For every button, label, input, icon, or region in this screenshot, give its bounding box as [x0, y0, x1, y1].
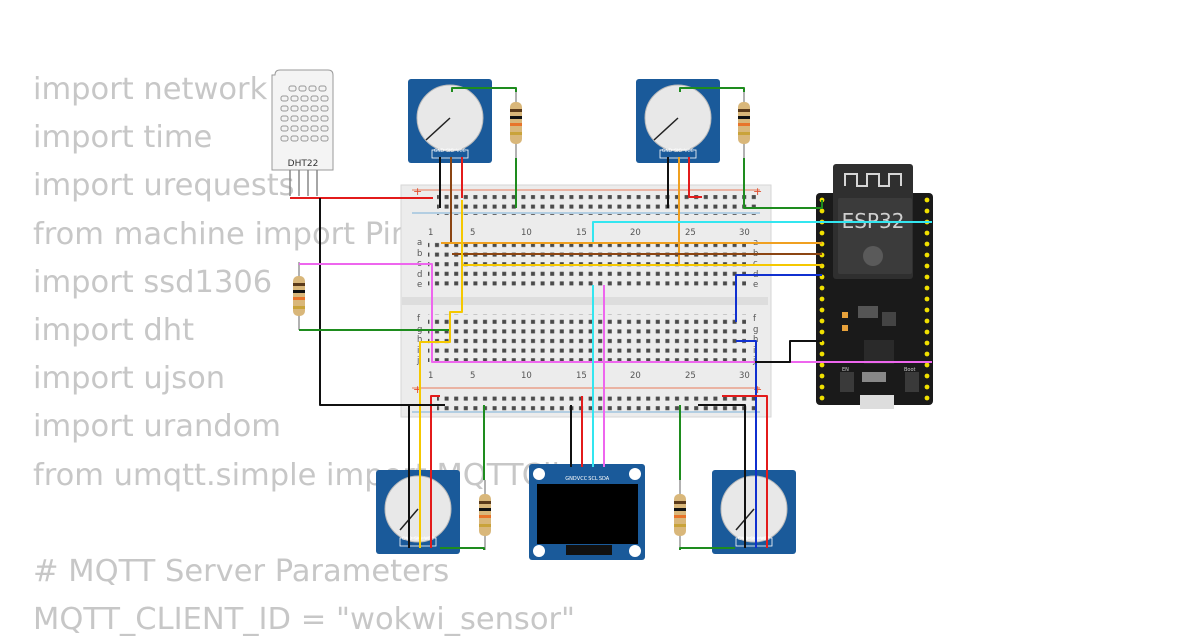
wire-magenta-dht-data[interactable]	[299, 263, 932, 363]
plus-bottom-left: +	[413, 383, 422, 396]
resistor-bottom-left[interactable]	[479, 480, 491, 550]
row-letter-d: d	[417, 270, 422, 280]
pot-bl-pin-gnd: GND	[402, 536, 413, 542]
esp32-pins-left	[819, 197, 825, 401]
pot-bl-pin-sig: SIG	[414, 536, 422, 542]
wire-yellow-bl-sig[interactable]	[419, 200, 463, 548]
col-num-bot-1: 1	[428, 371, 433, 381]
wire-black-br-gnd[interactable]	[698, 404, 746, 548]
power-rail-bottom[interactable]	[437, 393, 757, 413]
potentiometer-bottom-right[interactable]: GND SIG VCC	[712, 470, 796, 554]
col-num-bot-5: 5	[470, 371, 475, 381]
esp32-board[interactable]: ESP32 EN Boot	[816, 164, 933, 409]
wire-blue-br-down[interactable]	[736, 340, 757, 548]
col-num-top-1: 1	[428, 228, 433, 238]
col-num-top-25: 25	[685, 228, 696, 238]
esp32-boot-label: Boot	[904, 367, 916, 373]
col-num-bot-15: 15	[576, 371, 587, 381]
oled-pin-scl: SCL	[588, 476, 598, 482]
pot-tr-pin-vcc: VCC	[684, 148, 693, 154]
row-letter-b: b	[417, 249, 422, 259]
col-num-top-20: 20	[630, 228, 641, 238]
esp32-en-label: EN	[842, 367, 849, 373]
potentiometer-bottom-left[interactable]: GND SIG VCC	[376, 470, 460, 554]
col-num-top-5: 5	[470, 228, 475, 238]
pot-tl-pin-vcc: VCC	[456, 148, 465, 154]
row-letter-e: e	[417, 280, 422, 290]
resistor-dht-pullup[interactable]	[293, 262, 305, 330]
terminal-strip-bottom[interactable]	[428, 314, 746, 362]
code-line: import ujson	[33, 361, 226, 397]
row-letter-h: h	[417, 335, 422, 345]
wire-blue-br-sig[interactable]	[735, 274, 822, 322]
code-line: from machine import Pin	[33, 216, 411, 252]
row-letter-f: f	[417, 314, 421, 324]
row-letter-i: i	[417, 346, 419, 356]
potentiometer-top-right[interactable]: GND SIG VCC	[636, 79, 720, 163]
row-letter-f-right: f	[753, 314, 757, 324]
code-background: import network import time import urequest…	[33, 66, 610, 644]
wire-black-esp-gnd[interactable]	[755, 340, 822, 363]
code-line: import network	[33, 72, 268, 107]
code-line: import ssd1306	[33, 264, 273, 300]
row-letter-a: a	[417, 238, 422, 248]
code-line: import dht	[33, 312, 195, 348]
oled-pin-vcc: VCC	[577, 476, 588, 482]
code-line: import urequests	[33, 168, 295, 204]
pot-tr-pin-sig: SIG	[674, 148, 682, 154]
potentiometer-top-left[interactable]: GND SIG VCC	[408, 79, 492, 163]
resistor-top-left[interactable]	[510, 92, 522, 158]
code-line: from umqtt.simple import MQTTClient	[33, 457, 611, 493]
wire-black-bl-gnd[interactable]	[408, 404, 440, 548]
pot-tl-pin-sig: SIG	[446, 148, 454, 154]
oled-display[interactable]: GND VCC SCL SDA	[529, 464, 645, 560]
dht22-sensor[interactable]: DHT22	[271, 69, 334, 196]
breadboard: + + + + 1 5 10 15 20 25 30 1 5 10 15 20 …	[400, 184, 772, 418]
col-num-bot-10: 10	[521, 371, 532, 381]
circuit-diagram: + + + + 1 5 10 15 20 25 30 1 5 10 15 20 …	[271, 69, 933, 560]
col-num-top-30: 30	[739, 228, 750, 238]
esp32-pins-right	[924, 197, 930, 401]
oled-pin-sda: SDA	[599, 476, 610, 482]
col-num-bot-25: 25	[685, 371, 696, 381]
wire-red-pot-tr-vcc[interactable]	[688, 157, 702, 198]
plus-top-left: +	[413, 185, 422, 198]
wire-green-pot-tl[interactable]	[451, 87, 517, 92]
power-rail-top-1[interactable]	[437, 195, 757, 215]
pot-tr-pin-gnd: GND	[662, 148, 673, 154]
row-letter-j: j	[416, 356, 419, 366]
wire-cyan-scl[interactable]	[592, 221, 932, 243]
oled-pin-gnd: GND	[565, 476, 577, 482]
row-letter-e-right: e	[753, 280, 758, 290]
pot-br-pin-sig: SIG	[750, 536, 758, 542]
wire-green-bl[interactable]	[440, 547, 485, 550]
wire-red-bl-vcc[interactable]	[430, 395, 440, 548]
plus-top-right: +	[753, 185, 762, 198]
col-num-bot-20: 20	[630, 371, 641, 381]
dht22-label: DHT22	[288, 159, 319, 169]
plus-bottom-right: +	[753, 383, 762, 396]
pot-br-pin-vcc: VCC	[760, 536, 769, 542]
code-line: import urandom	[33, 409, 282, 445]
col-num-bot-30: 30	[739, 371, 750, 381]
resistor-top-right[interactable]	[738, 92, 750, 158]
code-line: import time	[33, 120, 213, 156]
wire-black-dht-gnd[interactable]	[319, 198, 445, 406]
row-letter-i-right: i	[753, 346, 755, 356]
code-line: # MQTT Server Parameters	[33, 553, 450, 589]
pot-br-pin-gnd: GND	[738, 536, 749, 542]
resistor-bottom-right[interactable]	[674, 480, 686, 550]
row-letter-g-right: g	[753, 325, 758, 335]
wire-green-pot-tr[interactable]	[679, 87, 745, 92]
wire-green-res-tr[interactable]	[743, 158, 823, 209]
pot-bl-pin-vcc: VCC	[424, 536, 433, 542]
pot-tl-pin-gnd: GND	[434, 148, 445, 154]
wire-green-br-bottom[interactable]	[679, 547, 735, 550]
col-num-top-10: 10	[521, 228, 532, 238]
wire-red-br-vcc[interactable]	[722, 395, 768, 548]
col-num-top-15: 15	[576, 228, 587, 238]
